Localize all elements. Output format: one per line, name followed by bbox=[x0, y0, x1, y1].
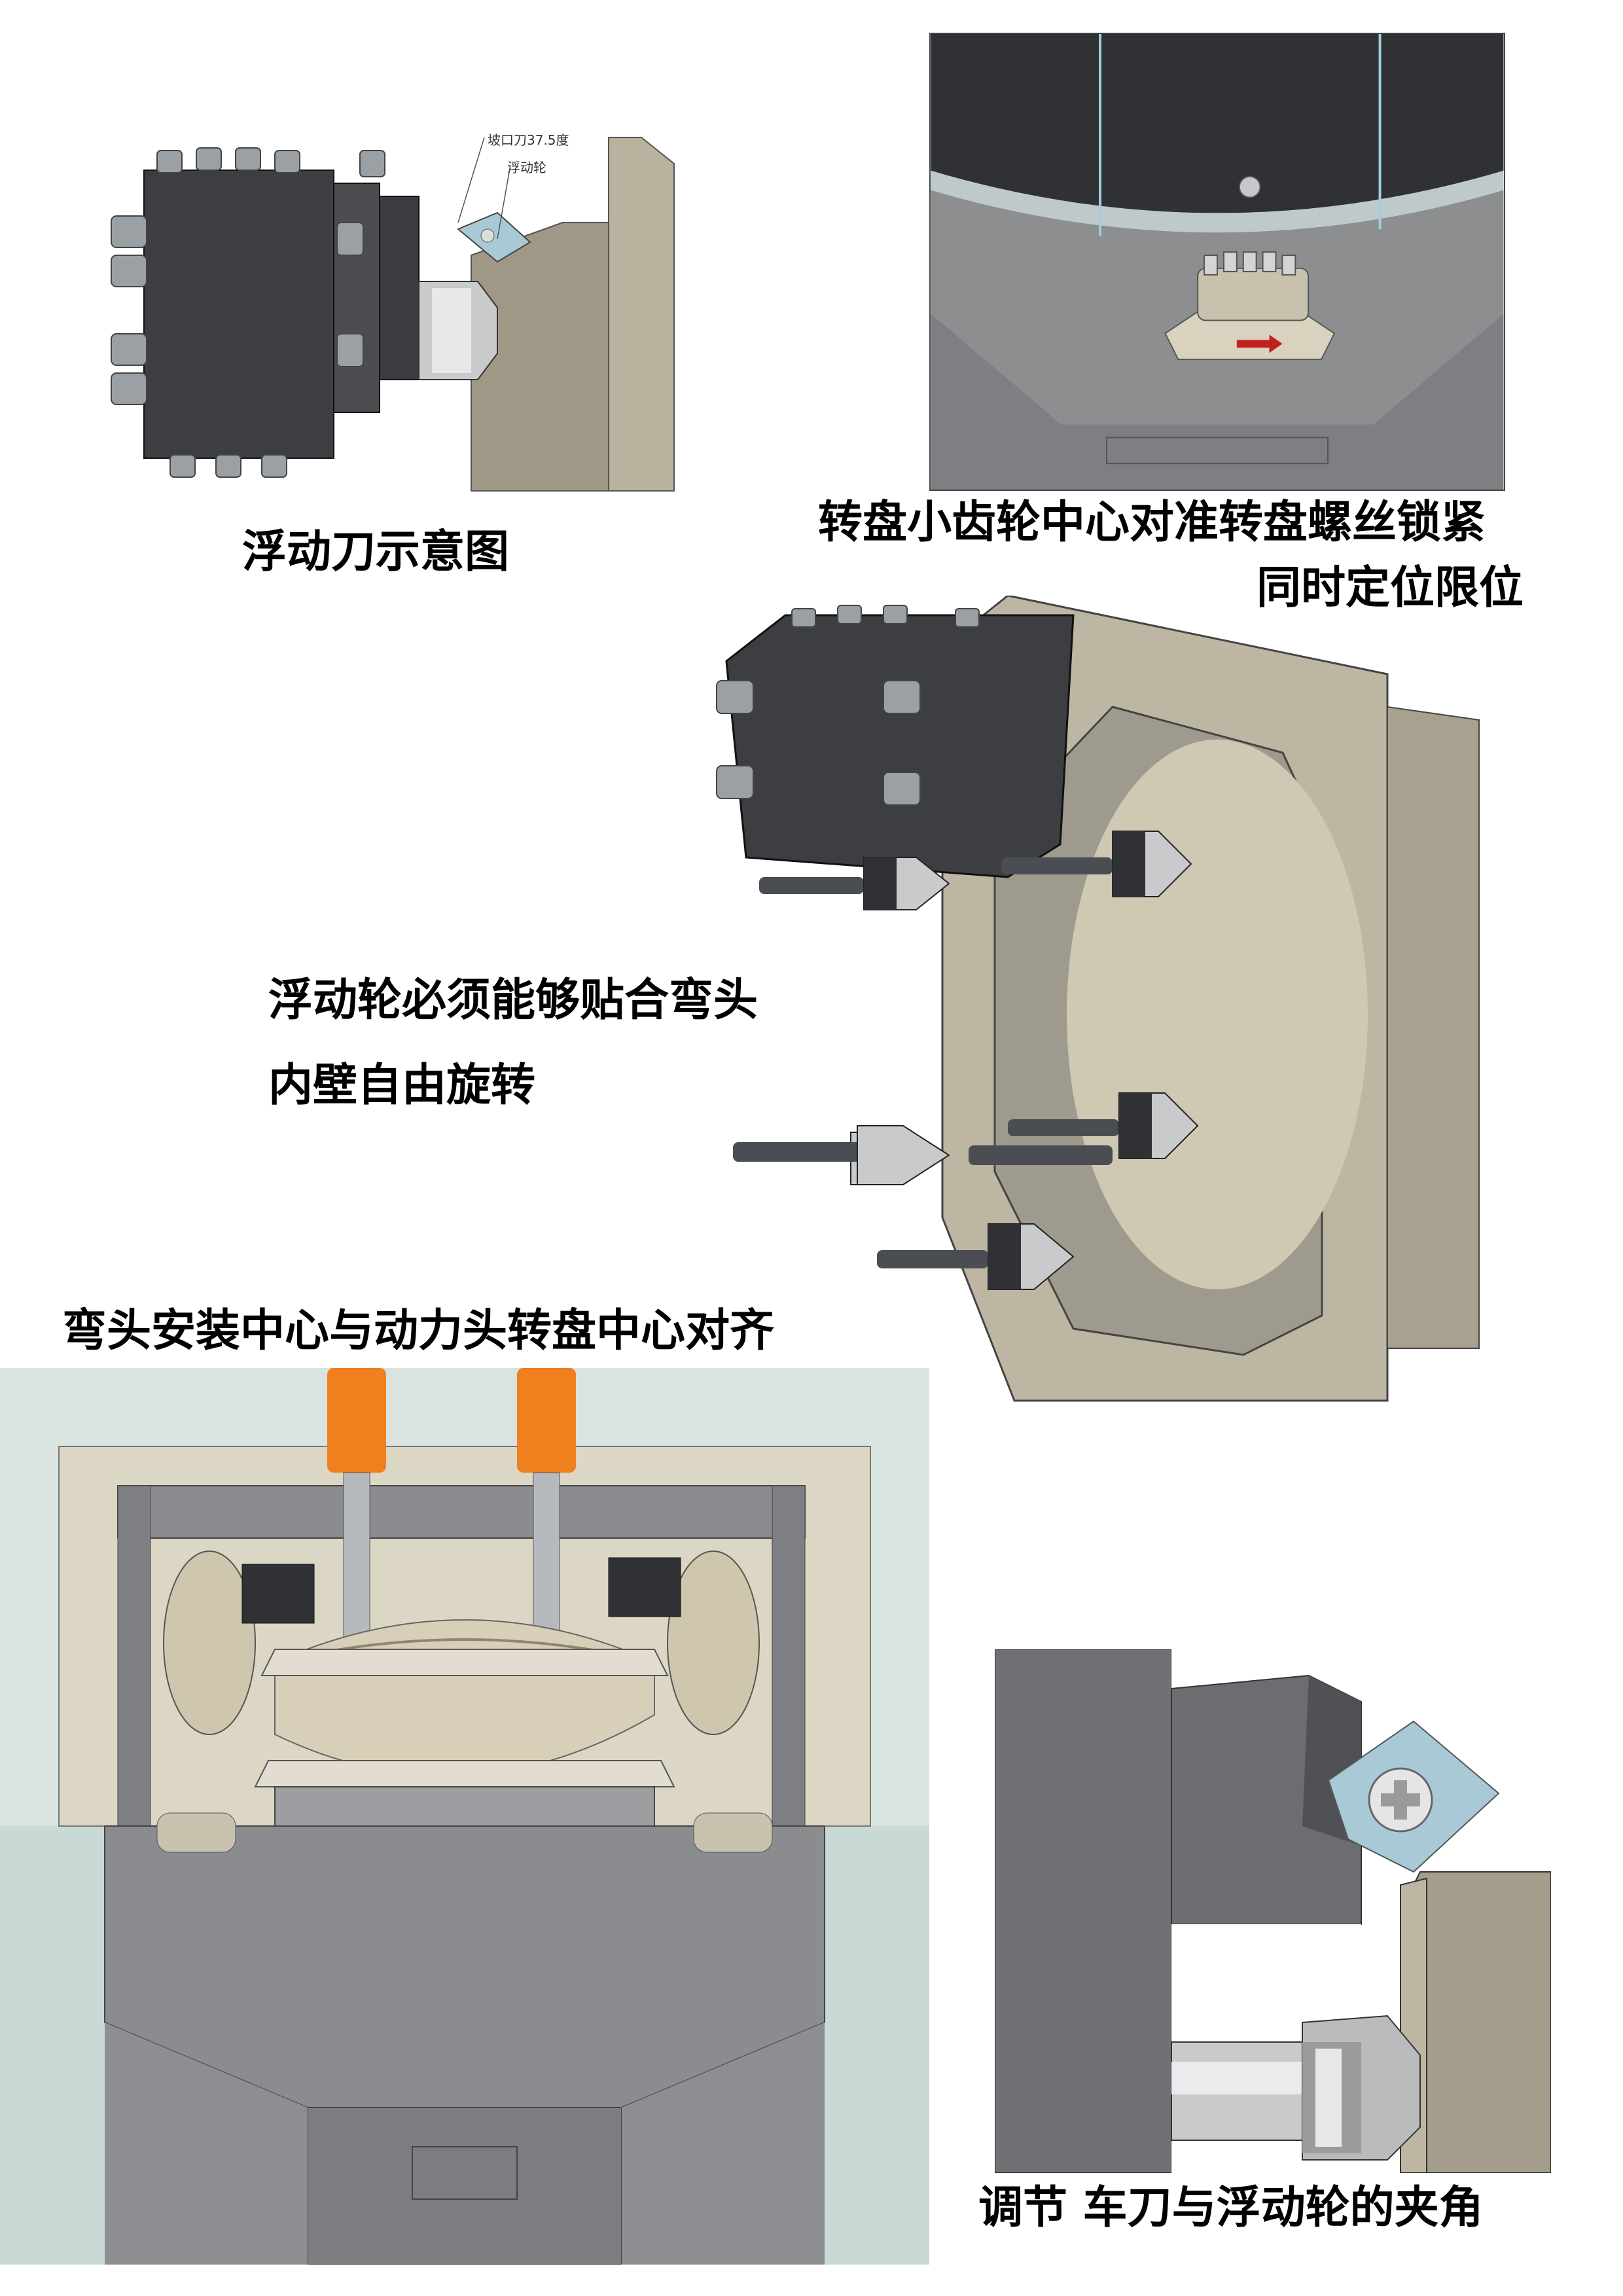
turntable-pinion-drawing bbox=[931, 34, 1504, 490]
machine-overview-figure bbox=[0, 1368, 929, 2265]
floating-wheels-bend-drawing bbox=[716, 596, 1480, 1402]
caption-turntable-line2: 同时定位限位 bbox=[1257, 562, 1524, 614]
caption-turntable-line1: 转盘小齿轮中心对准转盘螺丝锁紧 bbox=[818, 497, 1486, 548]
floating-tool-figure bbox=[105, 124, 681, 504]
callout-floating-wheel: 浮动轮 bbox=[507, 160, 546, 175]
turntable-pinion-figure bbox=[929, 33, 1505, 491]
machine-overview-drawing bbox=[0, 1368, 929, 2265]
floating-tool-drawing bbox=[111, 137, 675, 492]
caption-floating-tool: 浮动刀示意图 bbox=[242, 526, 510, 578]
callout-bevel-tool: 坡口刀37.5度 bbox=[488, 132, 569, 148]
caption-angle-adjust: 调节 车刀与浮动轮的夹角 bbox=[978, 2182, 1484, 2234]
caption-floating-wheel-line2: 内壁自由旋转 bbox=[268, 1060, 536, 1111]
caption-alignment: 弯头安装中心与动力头转盘中心对齐 bbox=[62, 1305, 775, 1357]
caption-floating-wheel-line1: 浮动轮必须能够贴合弯头 bbox=[268, 975, 758, 1026]
angle-adjust-figure bbox=[995, 1649, 1551, 2173]
floating-wheels-bend-figure bbox=[707, 596, 1492, 1420]
angle-adjust-drawing bbox=[995, 1649, 1551, 2173]
